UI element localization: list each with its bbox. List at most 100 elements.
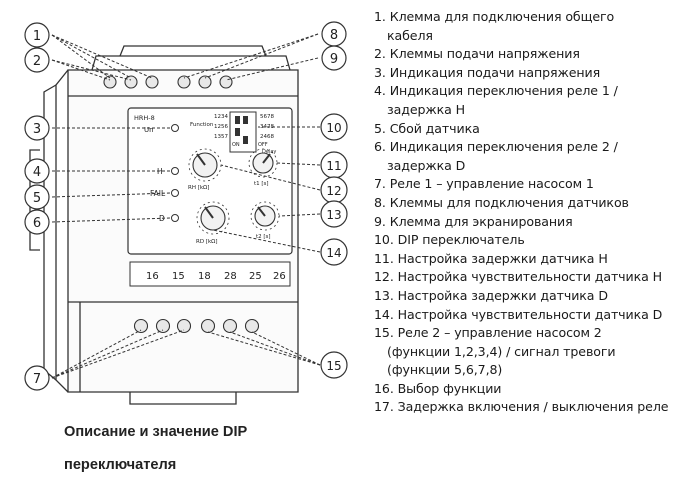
knob-rd bbox=[196, 201, 230, 235]
terminal-screw bbox=[124, 75, 138, 89]
callout-circle bbox=[320, 113, 348, 141]
legend-item-number: 7. bbox=[374, 176, 386, 192]
callout-circle bbox=[24, 209, 50, 235]
legend-item-number: 1. bbox=[374, 9, 386, 24]
callout-circle bbox=[321, 45, 347, 71]
legend-item: 2. Клеммы подачи напряжения bbox=[374, 45, 696, 64]
terminal-screw bbox=[219, 75, 233, 89]
led-h bbox=[171, 167, 179, 175]
legend-item-number: 14. bbox=[374, 306, 394, 322]
callout-number: 3 bbox=[33, 122, 41, 137]
callout-circle bbox=[24, 115, 50, 141]
led-fail bbox=[171, 189, 179, 197]
terminal-number: 15 bbox=[172, 271, 185, 282]
legend-item-text: Индикация переключения реле 1 / bbox=[389, 83, 618, 99]
terminal-number: 25 bbox=[249, 271, 262, 282]
dip-left-2: 1256 bbox=[214, 124, 228, 130]
dip-left-1: 1234 bbox=[214, 114, 228, 120]
terminal-screw bbox=[222, 318, 238, 334]
legend-list: 1. Клемма для подключения общего кабеля 2.… bbox=[374, 8, 696, 417]
callout-number: 4 bbox=[33, 165, 41, 180]
legend-item-number: 17. bbox=[374, 399, 394, 415]
legend-item-text: задержка Н bbox=[387, 101, 466, 117]
terminal-number-strip bbox=[129, 261, 291, 287]
legend-item-number: 5. bbox=[374, 120, 386, 136]
callout-number: 13 bbox=[326, 208, 341, 222]
legend-item-text: кабеля bbox=[387, 27, 433, 43]
callout-number: 2 bbox=[33, 54, 41, 69]
callout-number: 14 bbox=[326, 246, 341, 260]
legend-item: 7. Реле 1 – управление насосом 1 bbox=[374, 175, 696, 194]
legend-item-text: Индикация подачи напряжения bbox=[389, 64, 601, 80]
dip-off-label: OFF bbox=[258, 142, 268, 148]
knob-rh-label: RH [kΩ] bbox=[188, 185, 209, 191]
terminal-screw bbox=[244, 318, 260, 334]
model-label: HRH-8 bbox=[134, 114, 155, 122]
legend-item-text: Клеммы для подключения датчиков bbox=[389, 194, 629, 210]
legend-item: 16. Выбор функции bbox=[374, 380, 696, 399]
terminal-number: 18 bbox=[198, 271, 211, 282]
legend-item-text: DIP переключатель bbox=[397, 232, 525, 248]
terminal-screw bbox=[155, 318, 171, 334]
callouts bbox=[24, 21, 348, 391]
legend-item-number: 16. bbox=[374, 380, 394, 396]
terminal-screw bbox=[177, 75, 191, 89]
legend-item-text: Сбой датчика bbox=[389, 120, 480, 136]
callout-number: 8 bbox=[330, 28, 338, 43]
device-diagram: HRH-8 Un Function 1234 1256 1357 5678 34… bbox=[24, 21, 348, 405]
terminal-number: 16 bbox=[146, 271, 159, 282]
knob-t2-label: t2 [s] bbox=[256, 234, 271, 240]
legend-item-number: 11. bbox=[374, 250, 394, 266]
legend-item-text: Настройка задержки датчика Н bbox=[397, 250, 608, 266]
terminal-screws-top bbox=[103, 75, 233, 89]
callout-number: 5 bbox=[33, 191, 41, 206]
legend-item: 4. Индикация переключения реле 1 /задерж… bbox=[374, 82, 696, 119]
legend-item: 5. Сбой датчика bbox=[374, 120, 696, 139]
leader-lines bbox=[51, 33, 321, 379]
callout-number: 12 bbox=[326, 184, 341, 198]
legend-item-text: задержка D bbox=[387, 157, 466, 173]
callout-circle bbox=[320, 200, 348, 228]
legend-item-number: 3. bbox=[374, 64, 386, 80]
legend-item-number: 12. bbox=[374, 269, 394, 285]
callout-circle bbox=[24, 184, 50, 210]
led-un bbox=[171, 124, 179, 132]
callout-number: 15 bbox=[326, 359, 341, 373]
dip-on-label: ON bbox=[232, 142, 240, 148]
callout-number: 10 bbox=[326, 121, 341, 135]
terminal-number: 28 bbox=[224, 271, 237, 282]
dip-left-3: 1357 bbox=[214, 134, 228, 140]
callout-circle bbox=[320, 351, 348, 379]
terminal-screw bbox=[198, 75, 212, 89]
callout-number: 7 bbox=[33, 372, 41, 387]
legend-item-number: 15. bbox=[374, 325, 394, 341]
knob-rd-label: RD [kΩ] bbox=[196, 239, 217, 245]
callout-number: 1 bbox=[33, 29, 41, 44]
legend-item: 12. Настройка чувствительности датчика Н bbox=[374, 268, 696, 287]
legend-item-text: Настройка задержки датчика D bbox=[397, 287, 608, 303]
knob-t1-label: t1 [s] bbox=[254, 181, 269, 187]
led-d bbox=[171, 214, 179, 222]
legend-item-text: Реле 2 – управление насосом 2 bbox=[397, 325, 602, 341]
legend-item-number: 9. bbox=[374, 213, 386, 229]
legend-item: 1. Клемма для подключения общего кабеля bbox=[374, 8, 696, 45]
legend-item: 17. Задержка включения / выключения реле bbox=[374, 398, 696, 417]
legend-item: 14. Настройка чувствительности датчика D bbox=[374, 306, 696, 325]
callout-circle bbox=[320, 238, 348, 266]
terminal-screw bbox=[103, 75, 117, 89]
terminal-screw bbox=[176, 318, 192, 334]
legend-item-text: (функции 1,2,3,4) / сигнал тревоги bbox=[387, 343, 616, 359]
legend-item: 3. Индикация подачи напряжения bbox=[374, 64, 696, 83]
legend-item-text: Индикация переключения реле 2 / bbox=[389, 139, 618, 155]
terminal-screw bbox=[200, 318, 216, 334]
legend-item: 6. Индикация переключения реле 2 /задерж… bbox=[374, 138, 696, 175]
legend-item-text: Клемма для подключения общего bbox=[389, 9, 615, 24]
legend-item-text: Реле 1 – управление насосом 1 bbox=[389, 176, 594, 192]
legend-item: 8. Клеммы для подключения датчиков bbox=[374, 194, 696, 213]
dip-right-1: 5678 bbox=[260, 114, 274, 120]
callout-circle bbox=[24, 365, 50, 391]
caption-line-1: Описание и значение DIP bbox=[64, 424, 248, 440]
legend-item-number: 8. bbox=[374, 194, 386, 210]
legend-item-number: 10. bbox=[374, 232, 394, 248]
legend-item-text: (функции 5,6,7,8) bbox=[387, 362, 503, 378]
